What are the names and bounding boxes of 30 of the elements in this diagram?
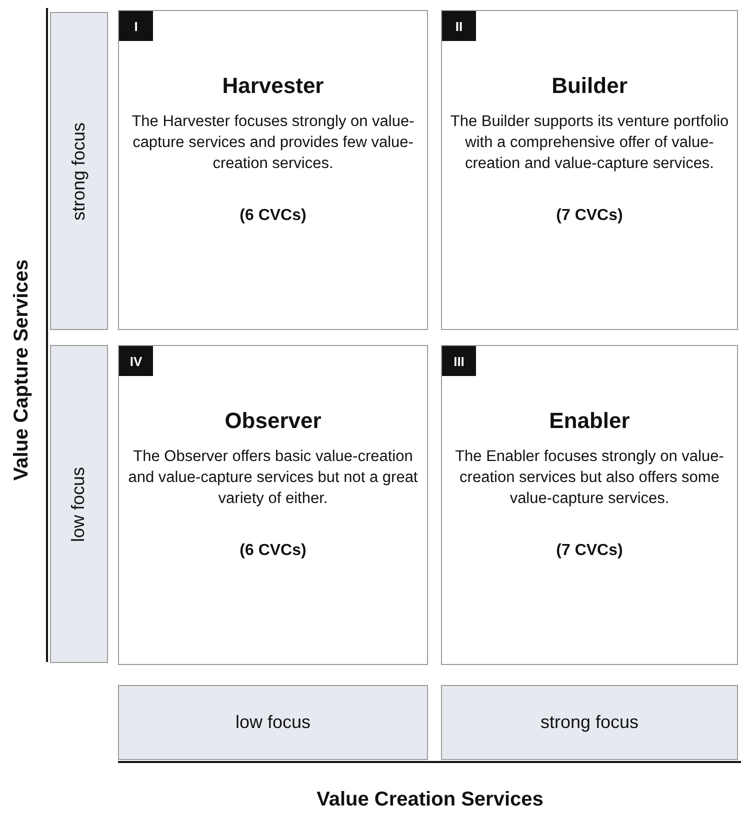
axis-category-box bbox=[50, 345, 108, 663]
quadrant-title: Observer bbox=[224, 408, 322, 434]
roman-numeral-badge: III bbox=[442, 346, 476, 376]
quadrant-card bbox=[118, 10, 428, 330]
cvc-count: (7 CVCs) bbox=[555, 542, 624, 560]
quadrant-description: The Harvester focuses strongly on value-capture services and provides few value-creation services. bbox=[130, 112, 416, 174]
quadrant-title: Harvester bbox=[221, 73, 325, 99]
roman-numeral-badge: IV bbox=[119, 346, 153, 376]
quadrant-description: The Builder supports its venture portfolio with a comprehensive offer of value-creation and value-capture services. bbox=[449, 112, 730, 174]
category-label: low focus bbox=[68, 466, 90, 542]
roman-numeral-badge: II bbox=[442, 11, 476, 41]
quadrant-description: The Enabler focuses strongly on value-creation services but also offers some value-capture services. bbox=[454, 447, 725, 509]
axis-category-box bbox=[118, 685, 428, 760]
axis-title: Value Creation Services bbox=[316, 788, 544, 812]
cvc-count: (7 CVCs) bbox=[555, 207, 624, 225]
quadrant-card bbox=[441, 345, 738, 665]
cvc-count: (6 CVCs) bbox=[238, 542, 308, 560]
axis-category-box bbox=[50, 12, 108, 330]
category-label: low focus bbox=[235, 712, 311, 733]
category-label: strong focus bbox=[68, 122, 90, 220]
roman-numeral-badge: I bbox=[119, 11, 153, 41]
quadrant-title: Builder bbox=[550, 73, 628, 99]
quadrant-card bbox=[118, 345, 428, 665]
quadrant-card bbox=[441, 10, 738, 330]
axis-title: Value Capture Services bbox=[10, 259, 34, 481]
cvc-count: (6 CVCs) bbox=[238, 207, 308, 225]
quadrant-title: Enabler bbox=[548, 408, 631, 434]
category-label: strong focus bbox=[540, 712, 639, 733]
quadrant-description: The Observer offers basic value-creation and value-capture services but not a great variety of either. bbox=[127, 447, 419, 509]
axis-category-box bbox=[441, 685, 738, 760]
